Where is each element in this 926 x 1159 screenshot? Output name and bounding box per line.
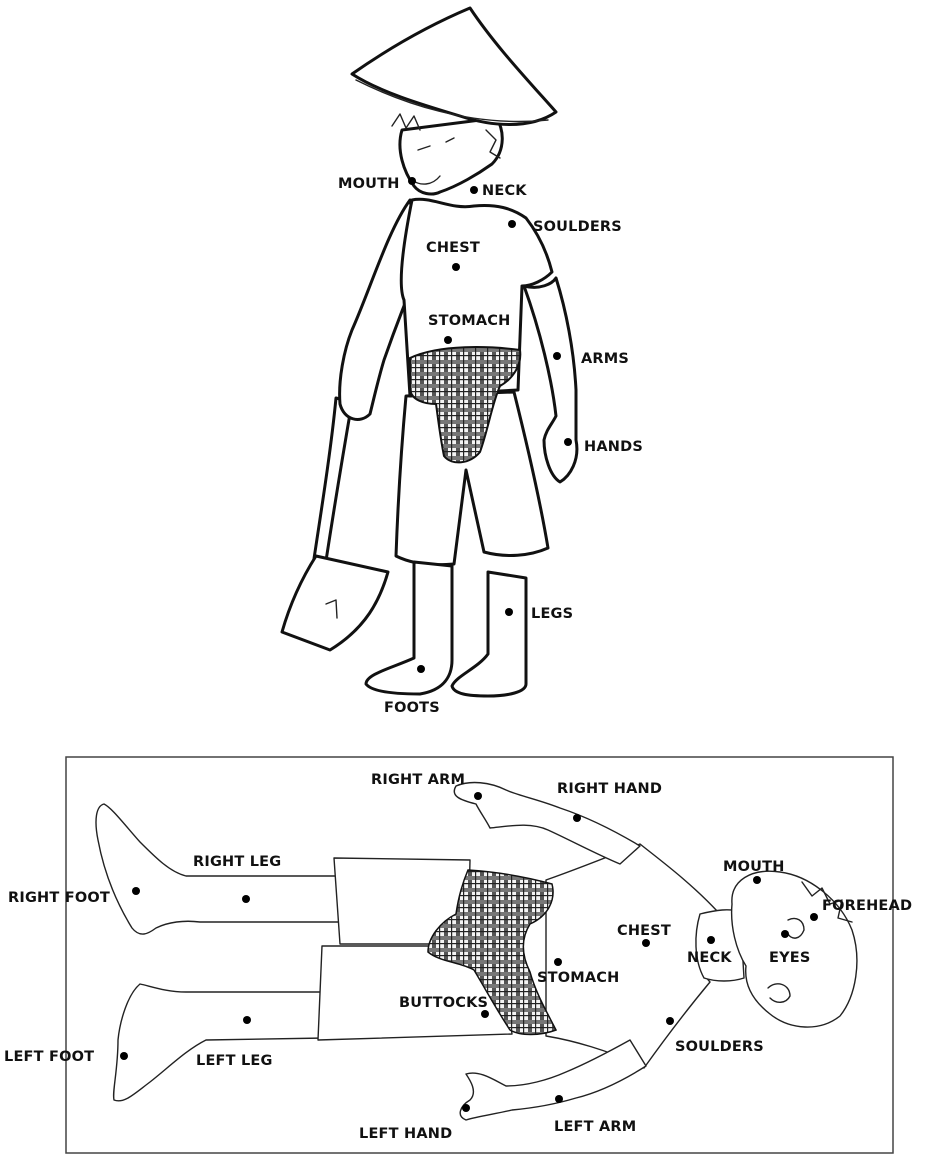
dot-shoulders xyxy=(508,220,516,228)
label-right-arm: RIGHT ARM xyxy=(371,772,465,788)
label-right-hand: RIGHT HAND xyxy=(557,781,662,797)
conical-hat xyxy=(350,6,558,126)
label-left-foot: LEFT FOOT xyxy=(4,1049,94,1065)
label-left-hand: LEFT HAND xyxy=(359,1126,452,1142)
dot-chest-lying xyxy=(642,939,650,947)
label-chest: CHEST xyxy=(426,240,480,256)
standing-figure xyxy=(280,6,579,698)
label-mouth: MOUTH xyxy=(338,176,400,192)
lying-figure-labels: RIGHT ARM RIGHT HAND RIGHT LEG RIGHT FOO… xyxy=(4,772,912,1142)
label-left-leg: LEFT LEG xyxy=(196,1053,273,1069)
label-stomach-lying: STOMACH xyxy=(537,970,620,986)
lying-leg-left xyxy=(112,983,327,1102)
dot-chest xyxy=(452,263,460,271)
standing-torso xyxy=(399,197,554,398)
lying-arm-right xyxy=(453,781,641,865)
lying-figure xyxy=(95,781,858,1121)
dot-stomach xyxy=(444,336,452,344)
dot-neck-lying xyxy=(707,936,715,944)
shovel-blade xyxy=(280,554,390,652)
dot-legs xyxy=(505,608,513,616)
dot-mouth-lying xyxy=(753,876,761,884)
dot-hands xyxy=(564,438,572,446)
label-left-arm: LEFT ARM xyxy=(554,1119,636,1135)
dot-shoulders-lying xyxy=(666,1017,674,1025)
dot-feet xyxy=(417,665,425,673)
label-shoulders-lying: SOULDERS xyxy=(675,1039,764,1055)
label-neck-lying: NECK xyxy=(687,950,732,966)
label-right-foot: RIGHT FOOT xyxy=(8,890,110,906)
standing-arm-right xyxy=(522,276,579,484)
dot-arms xyxy=(553,352,561,360)
dot-left-hand xyxy=(462,1104,470,1112)
label-forehead: FOREHEAD xyxy=(822,898,912,914)
dot-left-foot xyxy=(120,1052,128,1060)
dot-eyes xyxy=(781,930,789,938)
label-neck: NECK xyxy=(482,183,527,199)
lying-plaid-sash xyxy=(427,869,558,1036)
dot-right-leg xyxy=(242,895,250,903)
label-legs: LEGS xyxy=(531,606,573,622)
label-hands: HANDS xyxy=(584,439,643,455)
standing-arm-left xyxy=(338,198,424,421)
dot-buttocks xyxy=(481,1010,489,1018)
label-stomach: STOMACH xyxy=(428,313,511,329)
label-right-leg: RIGHT LEG xyxy=(193,854,281,870)
lying-figure-dots xyxy=(120,792,818,1112)
dot-left-arm xyxy=(555,1095,563,1103)
plaid-sash xyxy=(409,346,522,464)
label-shoulders: SOULDERS xyxy=(533,219,622,235)
standing-figure-labels: MOUTH NECK SOULDERS CHEST STOMACH ARMS H… xyxy=(338,176,643,716)
dot-stomach-lying xyxy=(554,958,562,966)
label-chest-lying: CHEST xyxy=(617,923,671,939)
dot-neck xyxy=(470,186,478,194)
lying-figure-frame xyxy=(65,756,894,1154)
dot-left-leg xyxy=(243,1016,251,1024)
standing-figure-dots xyxy=(408,177,572,673)
dot-mouth xyxy=(408,177,416,185)
label-mouth-lying: MOUTH xyxy=(723,859,785,875)
dot-right-hand xyxy=(573,814,581,822)
label-arms: ARMS xyxy=(581,351,629,367)
dot-forehead xyxy=(810,913,818,921)
lying-arm-left xyxy=(459,1039,647,1121)
standing-shorts xyxy=(394,390,550,567)
standing-leg-left xyxy=(364,560,454,696)
standing-head xyxy=(398,116,504,196)
label-eyes: EYES xyxy=(769,950,811,966)
dot-right-foot xyxy=(132,887,140,895)
lying-head xyxy=(730,870,858,1028)
label-buttocks: BUTTOCKS xyxy=(399,995,488,1011)
lying-leg-right xyxy=(95,803,341,935)
dot-right-arm xyxy=(474,792,482,800)
standing-leg-right xyxy=(450,570,528,698)
label-feet: FOOTS xyxy=(384,700,440,716)
